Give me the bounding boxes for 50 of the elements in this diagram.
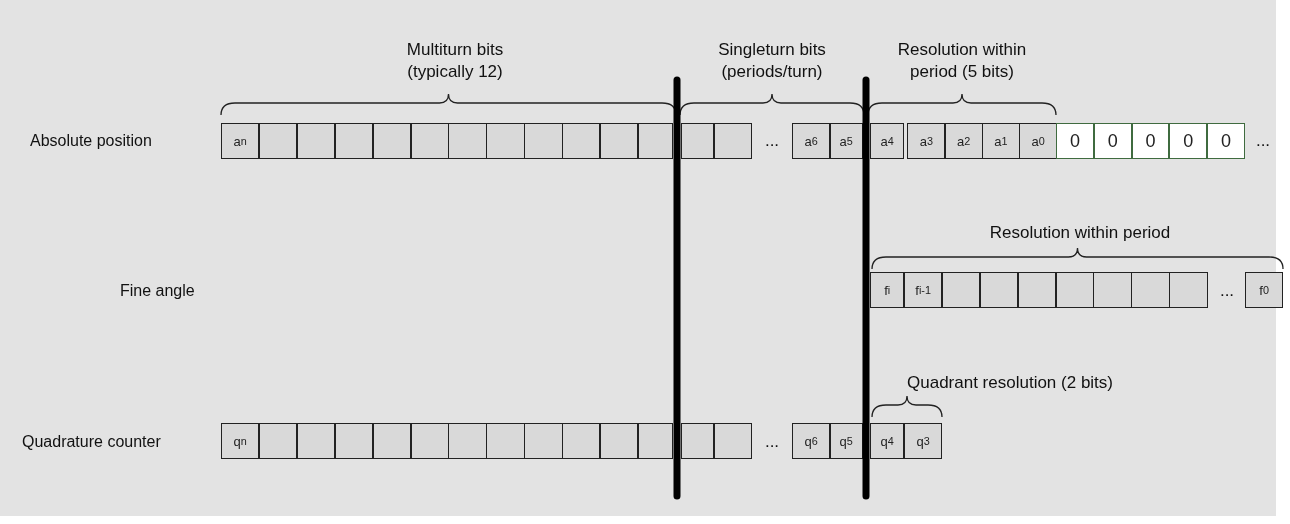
bit-cell [1131,272,1170,308]
bit-cell [410,123,449,159]
bit-cell: 0 [1131,123,1170,159]
ellipsis: ... [763,130,781,152]
row-label: Quadrature counter [22,432,162,452]
bracket-label: Resolution within period [988,222,1172,244]
bit-cell [372,423,411,459]
bit-cell: 0 [1056,123,1094,159]
bracket-label: Quadrant resolution (2 bits) [906,372,1114,394]
bit-cell [681,423,715,459]
bit-cell [979,272,1019,308]
bit-cell [562,423,601,459]
bit-cell [600,423,639,459]
bit-cell [524,123,563,159]
bit-cell [410,423,449,459]
bit-cell [448,423,487,459]
bracket-label: Multiturn bits (typically 12) [405,39,505,83]
bit-cell [1055,272,1094,308]
bit-cell [600,123,639,159]
bit-cell [296,423,336,459]
bit-cell [334,423,374,459]
bit-cell [1017,272,1056,308]
bit-cell [637,123,673,159]
bracket-label: Resolution within period (5 bits) [896,39,1028,83]
ellipsis: ... [1218,280,1236,302]
bit-cell: 0 [1093,123,1132,159]
bit-cell [524,423,563,459]
bit-cell [637,423,673,459]
bit-cell: 0 [1169,123,1208,159]
ellipsis: ... [763,431,781,453]
bit-cell [486,423,525,459]
bit-cell [713,123,753,159]
bit-cell [486,123,525,159]
bit-cell [1093,272,1132,308]
bit-cell [448,123,487,159]
bit-cell [1169,272,1208,308]
bit-cell: 0 [1207,123,1245,159]
ellipsis: ... [1254,130,1272,152]
bit-cell [258,123,298,159]
bit-cell [681,123,715,159]
row-label: Absolute position [30,131,153,151]
row-label: Fine angle [120,281,196,301]
bit-cell [562,123,601,159]
bracket-label: Singleturn bits (periods/turn) [717,39,827,83]
bit-cell [941,272,981,308]
bit-cell [258,423,298,459]
bit-cell [334,123,374,159]
bit-cell [713,423,753,459]
bit-cell [296,123,336,159]
bit-cell [372,123,411,159]
